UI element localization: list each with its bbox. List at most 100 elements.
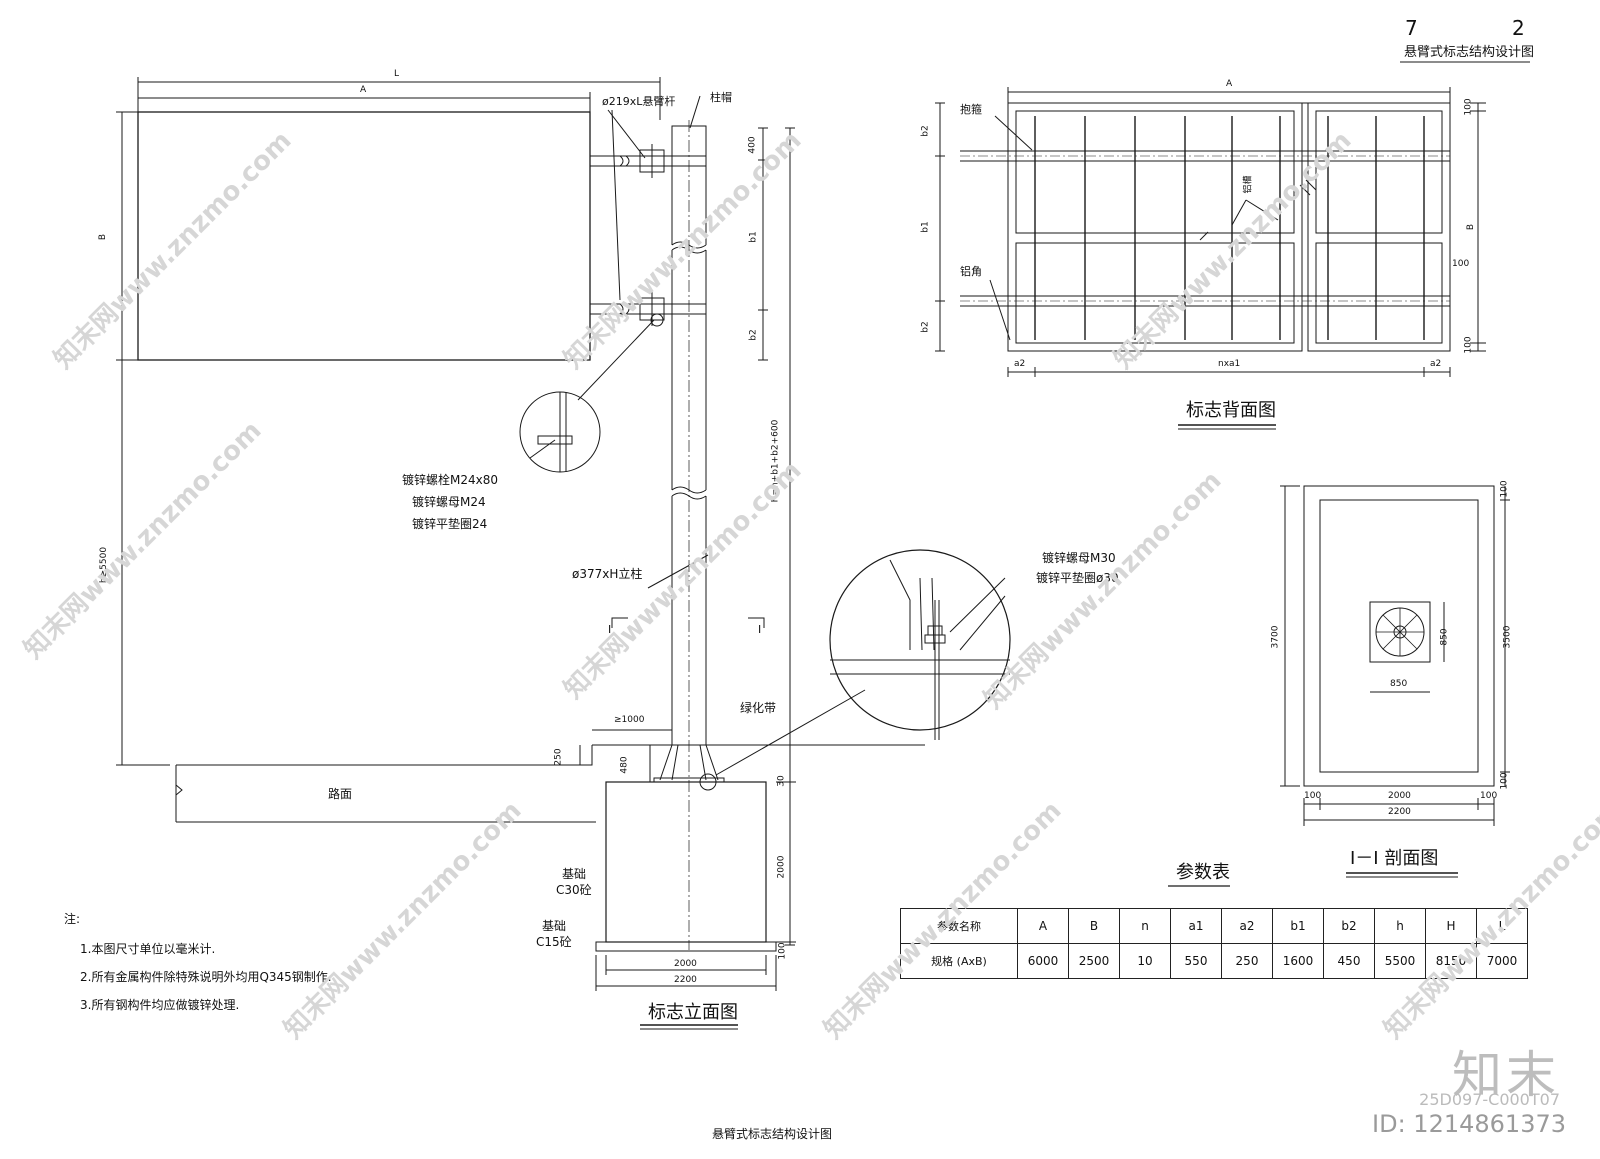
dim-H: H=h+b1+b2+600 xyxy=(770,419,781,503)
brand-logo: 知末 xyxy=(1452,1046,1560,1104)
back-dim-100-top: 100 xyxy=(1463,98,1474,116)
params-col: b2 xyxy=(1323,908,1375,944)
section-dim-2000: 2000 xyxy=(1388,791,1411,801)
note-item: 2.所有金属构件除特殊说明外均用Q345钢制作. xyxy=(80,970,332,984)
back-dim-b2: b2 xyxy=(920,125,931,137)
dim-b1: b1 xyxy=(748,231,759,243)
params-col: a2 xyxy=(1221,908,1273,944)
params-col: n xyxy=(1119,908,1171,944)
params-col: b1 xyxy=(1272,908,1324,944)
dim-480: 480 xyxy=(619,756,630,774)
detail-washer-label: 镀锌平垫圈ø30 xyxy=(1036,571,1119,585)
section-dim-100-bottom: 100 xyxy=(1499,772,1510,790)
params-value-row: 规格 (AxB) 6000 2500 10 550 250 1600 450 5… xyxy=(900,943,1528,979)
dim-2000: 2000 xyxy=(674,959,697,969)
params-value: 7000 xyxy=(1476,943,1528,979)
section-mark-left: I xyxy=(608,623,612,636)
params-value: 450 xyxy=(1323,943,1375,979)
header-title: 悬臂式标志结构设计图 xyxy=(1404,45,1535,60)
params-value: 8150 xyxy=(1425,943,1477,979)
brand-id: ID: 1214861373 xyxy=(1372,1110,1566,1138)
back-view-title: 标志背面图 xyxy=(1186,400,1276,421)
brand-code: 25D097-C000T07 xyxy=(1419,1090,1560,1109)
params-col: h xyxy=(1374,908,1426,944)
section-dim-850: 850 xyxy=(1390,679,1408,689)
note-item: 3.所有钢构件均应做镀锌处理. xyxy=(80,998,240,1012)
params-value: 1600 xyxy=(1272,943,1324,979)
section-title: I－I 剖面图 xyxy=(1350,848,1439,869)
back-dim-B: B xyxy=(1466,223,1477,231)
back-dim-b2-bottom: b2 xyxy=(920,321,931,333)
section-dim-100-left: 100 xyxy=(1304,791,1322,801)
dim-2200: 2200 xyxy=(674,975,697,985)
dim-A: A xyxy=(360,85,367,95)
foundation-c15-label: 基础 xyxy=(542,919,567,933)
section-outer xyxy=(1303,485,1495,787)
params-col: L xyxy=(1476,908,1528,944)
params-value: 250 xyxy=(1221,943,1273,979)
dim-1000: ≥1000 xyxy=(614,715,645,725)
params-col: A xyxy=(1017,908,1069,944)
green-belt-label: 绿化带 xyxy=(740,701,777,715)
dim-h: h≥5500 xyxy=(99,546,110,584)
column-label: ø377xH立柱 xyxy=(572,567,643,581)
foundation-c30 xyxy=(605,781,767,943)
section-dim-3500: 3500 xyxy=(1502,625,1513,649)
params-title: 参数表 xyxy=(1176,862,1230,883)
foundation-c30-label: 基础 xyxy=(562,867,587,881)
section-dim-100-right: 100 xyxy=(1480,791,1498,801)
dim-400: 400 xyxy=(747,136,758,154)
dim-100: 100 xyxy=(777,942,788,960)
washer-label: 镀锌平垫圈24 xyxy=(412,517,488,531)
params-value: 550 xyxy=(1170,943,1222,979)
dim-B: B xyxy=(98,233,109,241)
hoop-label: 抱箍 xyxy=(960,103,982,116)
section-mark-right: I xyxy=(758,623,762,636)
detail-nut-label: 镀锌螺母M30 xyxy=(1042,551,1116,565)
section-dim-2200: 2200 xyxy=(1388,807,1411,817)
section-dim-100-top: 100 xyxy=(1499,480,1510,498)
arm-label: ø219xL悬臂杆 xyxy=(602,95,676,108)
back-dim-A: A xyxy=(1226,79,1233,89)
back-dim-a2-right: a2 xyxy=(1430,359,1442,369)
section-dim-3700: 3700 xyxy=(1270,625,1281,649)
back-dim-100-bottom: 100 xyxy=(1463,336,1474,354)
dim-L: L xyxy=(394,69,400,79)
foundation-c15 xyxy=(595,941,777,952)
params-value: 10 xyxy=(1119,943,1171,979)
dim-250: 250 xyxy=(553,748,564,766)
params-col: B xyxy=(1068,908,1120,944)
params-header-row: 参数名称 A B n a1 a2 b1 b2 h H L xyxy=(900,908,1528,944)
road-surface-label: 路面 xyxy=(328,787,353,801)
elevation-title: 标志立面图 xyxy=(648,1002,738,1023)
dim-30: 30 xyxy=(776,775,787,787)
cap-label: 柱帽 xyxy=(710,91,732,104)
params-table: 参数名称 A B n a1 a2 b1 b2 h H L 规格 (AxB) 60… xyxy=(900,908,1528,979)
params-row-label: 规格 (AxB) xyxy=(900,943,1018,979)
dim-b2: b2 xyxy=(748,329,759,341)
sign-panel xyxy=(137,111,591,361)
foundation-c15-grade: C15砼 xyxy=(536,935,572,949)
back-dim-100-mid: 100 xyxy=(1452,259,1470,269)
back-dim-b1: b1 xyxy=(920,221,931,233)
slot-label: 铝槽 xyxy=(1243,175,1254,194)
section-dim-850-vertical: 850 xyxy=(1439,628,1450,646)
back-panel-left xyxy=(1007,102,1303,352)
nut-label: 镀锌螺母M24 xyxy=(412,495,486,509)
page-number: 7 xyxy=(1405,16,1418,40)
back-panel-right xyxy=(1307,102,1451,352)
back-dim-a2: a2 xyxy=(1014,359,1026,369)
params-col: H xyxy=(1425,908,1477,944)
params-value: 6000 xyxy=(1017,943,1069,979)
angle-label: 铝角 xyxy=(960,265,982,278)
footer-title: 悬臂式标志结构设计图 xyxy=(712,1127,833,1141)
foundation-c30-grade: C30砼 xyxy=(556,883,592,897)
page-total: 2 xyxy=(1512,16,1525,40)
note-item: 1.本图尺寸单位以毫米计. xyxy=(80,942,216,956)
back-dim-nxa1: nxa1 xyxy=(1218,359,1241,369)
params-col: a1 xyxy=(1170,908,1222,944)
params-value: 5500 xyxy=(1374,943,1426,979)
dim-2000-vertical: 2000 xyxy=(776,855,787,879)
params-value: 2500 xyxy=(1068,943,1120,979)
